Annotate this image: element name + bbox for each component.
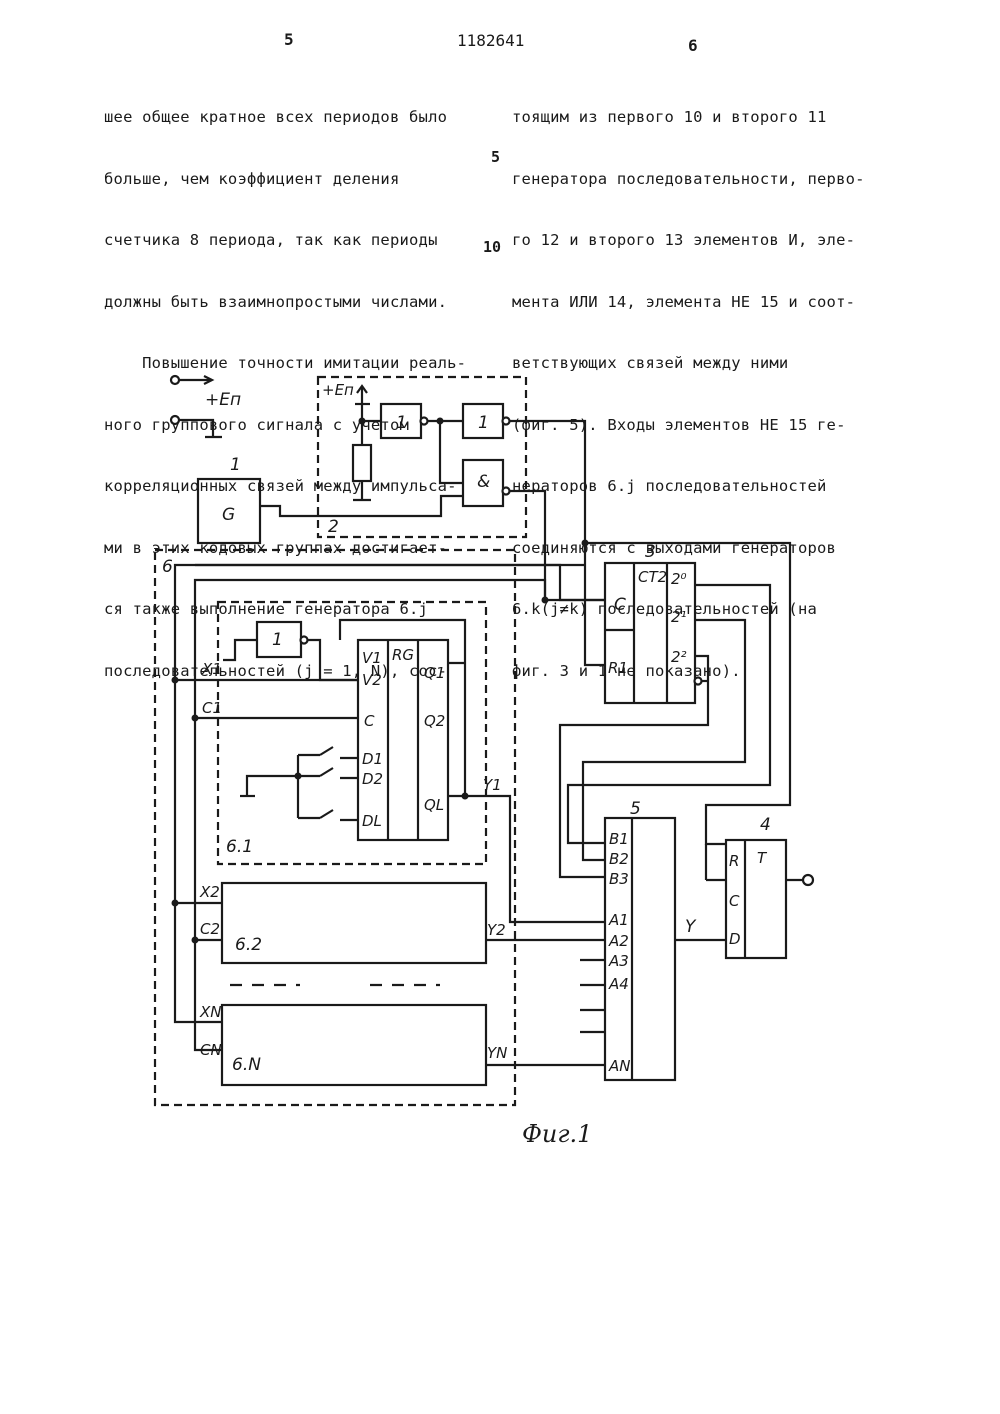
cn-label: CN [200,1041,222,1059]
reg-dl-label: DL [362,812,382,830]
reg-v1-label: V1 [362,649,382,667]
counter-q2-label: 2² [671,648,687,666]
gen-6-n-label: 6.N [232,1055,261,1075]
reg-ql-label: QL [424,796,444,814]
block-2-label: 2 [328,517,339,537]
gen-6-2-label: 6.2 [235,935,262,955]
block-3-label: 3 [645,542,656,562]
mux-a3-label: A3 [608,952,629,970]
block-6-label: 6 [162,557,173,577]
reg-d1-label: D1 [362,750,383,768]
block-5-label: 5 [630,799,641,819]
xn-label: XN [199,1003,222,1021]
generator-label: G [222,505,235,525]
mux-b1-label: B1 [609,830,629,848]
register-rg-label: RG [392,646,414,664]
not-gate-2-label: 1 [478,413,489,433]
mux-a4-label: A4 [608,975,629,993]
not-gate-1-label: 1 [396,413,407,433]
y2-label: Y2 [487,921,506,939]
block-1-label: 1 [230,455,241,475]
counter-r1-label: R1 [608,659,628,677]
figure-caption: Фиг.1 [522,1120,592,1148]
yn-label: YN [487,1044,507,1062]
mux-b3-label: B3 [609,870,629,888]
x2-label: X2 [199,883,220,901]
power-label: +Еп [205,390,241,410]
reg-c-label: C [364,712,375,730]
y1-label: Y1 [483,776,502,794]
mux-a1-label: A1 [608,911,629,929]
counter-c-label: C [614,595,626,615]
y-label: Y [685,917,697,937]
counter-q0-label: 2⁰ [671,570,687,588]
c2-label: C2 [200,920,220,938]
reg-q1-label: Q1 [424,664,445,682]
gen-6-1-label: 6.1 [226,837,253,857]
mux-an-label: AN [608,1057,630,1075]
block-4-label: 4 [760,815,771,835]
mux-a2-label: A2 [608,932,629,950]
trigger-t-label: T [757,849,768,867]
and-gate-label: & [477,472,490,492]
mux-b2-label: B2 [609,850,629,868]
c1-label: C1 [202,699,222,717]
reg-q2-label: Q2 [424,712,445,730]
trigger-r-label: R [729,852,739,870]
x1-label: X1 [201,660,222,678]
counter-q1-label: 2¹ [671,608,687,626]
reg-v2-label: V2 [362,671,382,689]
inner-power-label: +Еп [322,381,354,399]
reg-d2-label: D2 [362,770,383,788]
not-gate-3-label: 1 [272,630,283,650]
counter-ct2-label: CT2 [638,568,667,586]
trigger-d-label: D [729,930,741,948]
trigger-c-label: C [729,892,740,910]
